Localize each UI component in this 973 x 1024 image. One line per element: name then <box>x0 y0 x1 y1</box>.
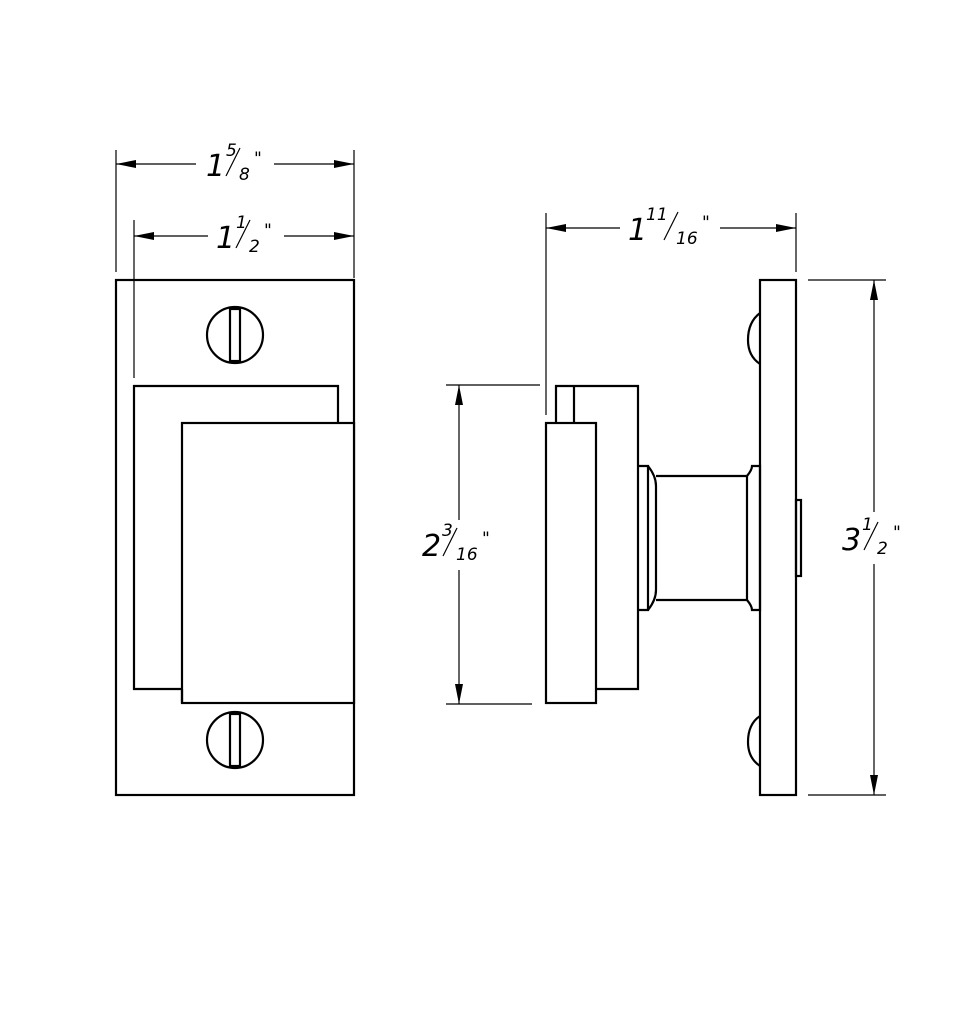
plate-height-whole: 3 <box>842 523 861 558</box>
block-height-whole: 2 <box>422 529 441 564</box>
depth-numerator: 11 <box>646 205 668 225</box>
overall-width-denominator: 8 <box>239 165 250 185</box>
front-view: 1 5 8 " 1 1 2 " <box>114 141 356 797</box>
top-screw-icon <box>205 305 265 365</box>
bottom-screw-icon <box>205 710 265 770</box>
shaft-collar <box>638 464 762 612</box>
side-top-screw-head <box>746 312 761 365</box>
depth-denominator: 16 <box>676 229 698 249</box>
block-height-inch-mark: " <box>482 529 490 549</box>
overall-width-inch-mark: " <box>254 149 262 169</box>
dimension-block-height: 2 3 16 " <box>422 385 490 704</box>
dimension-inner-width: 1 1 2 " <box>134 213 354 257</box>
plate-height-numerator: 1 <box>862 515 873 535</box>
side-front-block <box>544 421 598 705</box>
block-height-numerator: 3 <box>442 521 453 541</box>
dimension-depth: 1 11 16 " <box>546 205 796 249</box>
depth-whole: 1 <box>628 213 647 248</box>
side-bottom-screw-head <box>746 715 761 767</box>
side-plate-protrusion <box>794 498 803 578</box>
dimension-overall-width: 1 5 8 " <box>116 141 354 185</box>
inner-width-inch-mark: " <box>264 221 272 241</box>
plate-height-inch-mark: " <box>893 523 901 543</box>
side-view: 1 11 16 " 2 3 16 " 3 1 2 " <box>422 205 901 797</box>
inner-width-numerator: 1 <box>236 213 247 233</box>
front-back-block <box>132 384 340 691</box>
plate-height-denominator: 2 <box>877 539 888 559</box>
dimension-plate-height: 3 1 2 " <box>842 280 901 795</box>
side-mounting-plate <box>758 278 798 797</box>
side-back-block <box>554 384 640 691</box>
inner-width-whole: 1 <box>216 221 235 256</box>
front-front-block <box>180 421 356 705</box>
inner-width-denominator: 2 <box>249 237 260 257</box>
overall-width-whole: 1 <box>206 149 225 184</box>
block-height-denominator: 16 <box>456 545 478 565</box>
overall-width-numerator: 5 <box>226 141 237 161</box>
depth-inch-mark: " <box>702 213 710 233</box>
